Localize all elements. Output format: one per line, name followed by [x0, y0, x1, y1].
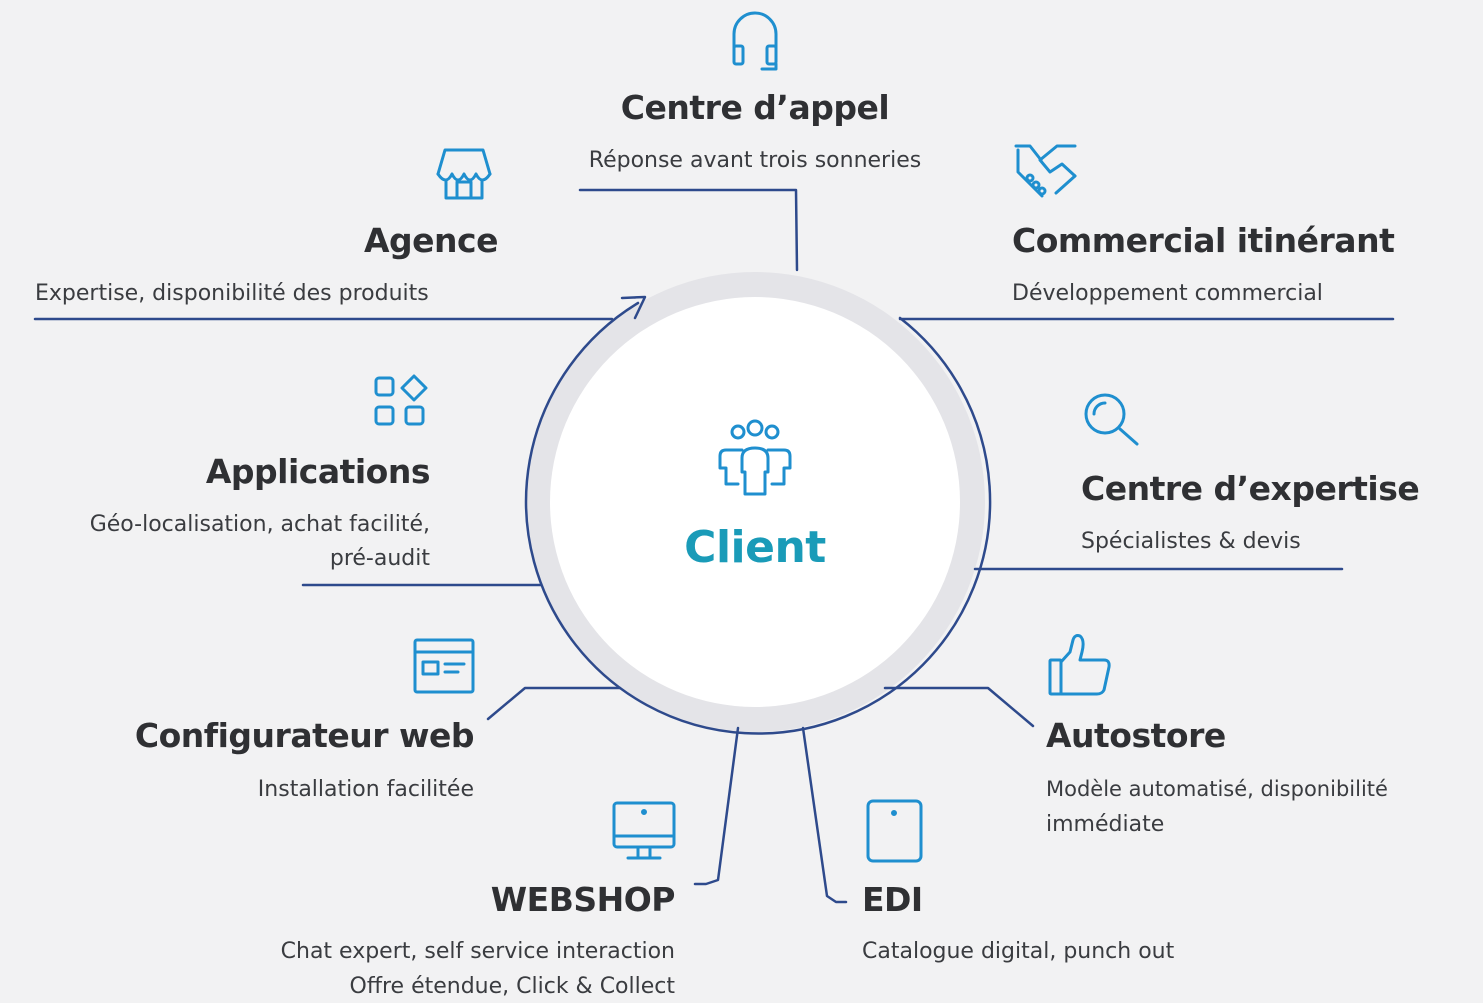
cycle-arc: [524, 301, 992, 735]
configurateur-desc: Installation facilitée: [257, 777, 474, 802]
centre-appel-title: Centre d’appel: [620, 88, 890, 127]
autostore-desc-line1: Modèle automatisé, disponibilité: [1046, 777, 1388, 801]
line-centre-appel: [578, 188, 799, 272]
browser-window-icon: [413, 638, 475, 694]
headset-icon: [732, 11, 778, 71]
applications-desc-line2: pré-audit: [329, 546, 430, 571]
centre-appel-desc: Réponse avant trois sonneries: [588, 148, 922, 173]
agence-desc: Expertise, disponibilité des produits: [35, 281, 429, 306]
handshake-icon: [1014, 144, 1077, 198]
commercial-title: Commercial itinérant: [1012, 221, 1395, 260]
apps-grid-icon: [374, 374, 428, 426]
line-edi: [801, 726, 848, 904]
configurateur-title: Configurateur web: [134, 716, 475, 755]
thumbs-up-icon: [1048, 634, 1111, 696]
client-label: Client: [684, 522, 826, 573]
expertise-desc: Spécialistes & devis: [1081, 529, 1301, 554]
line-configurateur: [486, 686, 622, 721]
autostore-desc-line2: immédiate: [1046, 812, 1165, 837]
line-autostore: [883, 686, 1035, 728]
users-group-icon: [718, 419, 792, 496]
desktop-monitor-icon: [612, 801, 676, 860]
commercial-desc: Développement commercial: [1012, 281, 1323, 306]
client-circle: [550, 297, 960, 707]
applications-title: Applications: [205, 452, 431, 491]
autostore-title: Autostore: [1046, 716, 1226, 755]
line-webshop: [693, 726, 740, 886]
agence-title: Agence: [364, 221, 498, 260]
applications-desc-line1: Géo-localisation, achat facilité,: [89, 512, 430, 537]
expertise-title: Centre d’expertise: [1081, 469, 1420, 508]
edi-title: EDI: [862, 880, 923, 919]
webshop-desc-line2: Offre étendue, Click & Collect: [349, 974, 676, 999]
arc-arrowhead: [620, 295, 647, 320]
storefront-icon: [436, 148, 492, 200]
webshop-title: WEBSHOP: [490, 880, 676, 919]
webshop-desc-line1: Chat expert, self service interaction: [280, 939, 675, 964]
tablet-icon: [866, 799, 923, 863]
edi-desc: Catalogue digital, punch out: [862, 939, 1175, 964]
magnifier-icon: [1084, 393, 1139, 446]
